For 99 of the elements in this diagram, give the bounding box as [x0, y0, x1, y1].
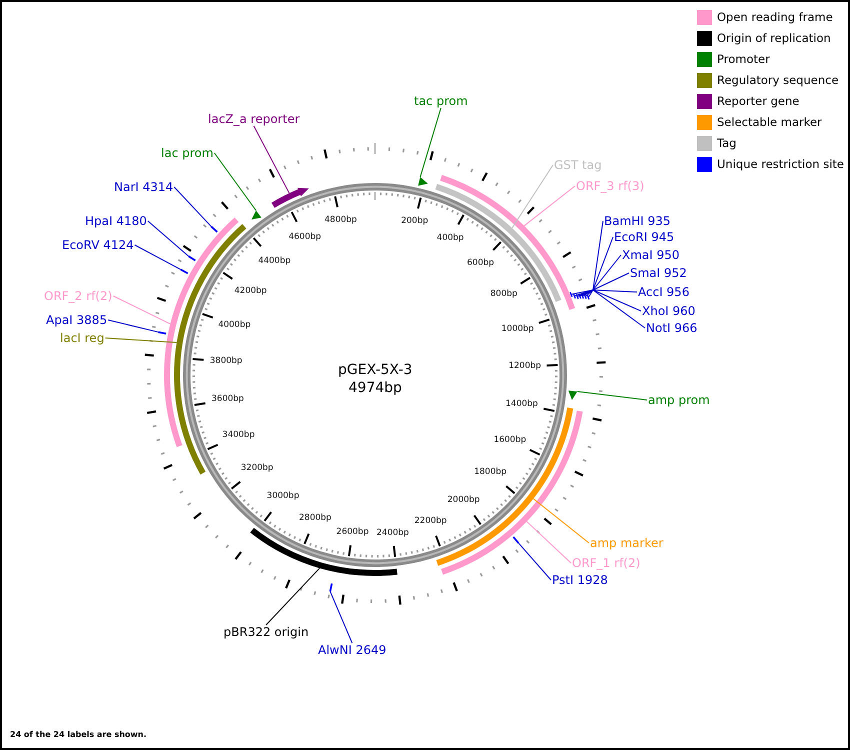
- site-label: AccI 956: [638, 286, 690, 298]
- scale-label: 4000bp: [218, 320, 251, 330]
- triangle-icon: [252, 210, 262, 220]
- plasmid-name: pGEX-5X-3: [338, 363, 412, 377]
- feature-arrow: [271, 188, 309, 208]
- feature-label: amp marker: [590, 537, 664, 549]
- feature-label: GST tag: [554, 159, 602, 171]
- scale-label: 4200bp: [234, 286, 267, 295]
- leader-line: [330, 590, 353, 644]
- legend-label: Promoter: [717, 54, 770, 65]
- leader-line: [582, 290, 638, 296]
- site-marker-icon: [578, 294, 582, 299]
- leader-line: [588, 289, 646, 328]
- leader-line: [571, 220, 604, 295]
- site-marker-icon: [586, 294, 590, 300]
- feature-label: ORF_1 rf(2): [572, 557, 640, 569]
- scale-label: 1800bp: [474, 468, 507, 476]
- feature-label: lacI reg: [60, 332, 104, 344]
- leader-line: [526, 521, 572, 564]
- leader-line: [174, 186, 212, 228]
- scale-label: 2000bp: [447, 496, 480, 504]
- site-label: NotI 966: [646, 322, 698, 334]
- scale-label: 3000bp: [266, 492, 300, 501]
- scale-label: 3200bp: [240, 464, 274, 473]
- scale-label: 800bp: [490, 290, 518, 298]
- footer-note: 24 of the 24 labels are shown.: [10, 731, 147, 739]
- feature-label: lac prom: [161, 147, 214, 159]
- site-label: SmaI 952: [630, 267, 687, 279]
- legend-label: Open reading frame: [717, 12, 833, 23]
- leader-line: [108, 320, 159, 333]
- leader-line: [420, 108, 442, 178]
- site-label: EcoRI 945: [614, 231, 674, 243]
- legend-label: Unique restriction site: [717, 158, 844, 170]
- site-marker-icon: [572, 293, 576, 299]
- leader-line: [577, 254, 622, 297]
- site-label: ApaI 3885: [46, 314, 108, 326]
- legend-label: Origin of replication: [717, 32, 831, 44]
- scale-label: 4600bp: [288, 232, 322, 242]
- site-marker-icon: [512, 536, 520, 544]
- feature-label: tac prom: [414, 95, 468, 107]
- site-marker-icon: [581, 294, 584, 299]
- triangle-icon: [568, 390, 578, 400]
- scale-label: 1400bp: [506, 400, 538, 408]
- feature-label: lacZ_a reporter: [208, 113, 300, 125]
- leader-line: [576, 391, 648, 400]
- site-marker-icon: [210, 226, 218, 233]
- leader-line: [532, 498, 590, 544]
- scale-label: 1200bp: [508, 362, 542, 371]
- site-marker-icon: [158, 331, 166, 334]
- legend-label: Reporter gene: [717, 96, 800, 107]
- leader-line: [147, 220, 190, 257]
- site-label: HpaI 4180: [85, 215, 147, 227]
- leader-line: [580, 272, 630, 296]
- feature-label: ORF_2 rf(2): [44, 290, 112, 302]
- leader-line: [524, 186, 576, 226]
- leader-line: [574, 236, 614, 296]
- site-label: AlwNI 2649: [318, 644, 386, 656]
- site-label: PstI 1928: [552, 574, 608, 586]
- scale-label: 1000bp: [501, 325, 534, 334]
- leader-line: [253, 126, 290, 194]
- leader-line: [104, 338, 178, 344]
- scale-label: 2400bp: [376, 529, 409, 538]
- scale-label: 600bp: [467, 259, 494, 268]
- site-marker-icon: [180, 268, 188, 274]
- scale-label: 4400bp: [258, 256, 291, 266]
- triangle-icon: [418, 177, 428, 186]
- scale-label: 200bp: [401, 217, 428, 226]
- legend-label: Tag: [717, 138, 736, 149]
- site-label: BamHI 935: [604, 215, 671, 227]
- scale-label: 2600bp: [336, 528, 369, 537]
- legend-label: Selectable marker: [717, 116, 822, 128]
- leader-line: [214, 152, 257, 211]
- site-label: XmaI 950: [622, 249, 680, 261]
- scale-label: 2200bp: [414, 516, 447, 525]
- leader-line: [585, 289, 642, 312]
- site-label: EcoRV 4124: [62, 239, 134, 251]
- feature-label: pBR322 origin: [224, 626, 309, 638]
- site-marker-icon: [329, 583, 333, 592]
- scale-label: 400bp: [436, 234, 464, 243]
- site-marker-icon: [188, 256, 196, 262]
- leader-line: [518, 542, 552, 580]
- feature-label: ORF_3 rf(3): [576, 180, 644, 192]
- scale-label: 1600bp: [494, 436, 526, 444]
- leader-line: [134, 244, 182, 270]
- legend-label: Regulatory sequence: [717, 74, 839, 86]
- site-label: NarI 4314: [114, 181, 174, 193]
- feature-arc: [435, 184, 562, 302]
- plasmid-length: 4974bp: [348, 381, 402, 395]
- site-marker-icon: [584, 294, 587, 299]
- leader-line: [266, 568, 320, 626]
- feature-label: amp prom: [648, 394, 710, 406]
- site-marker-icon: [570, 292, 573, 298]
- scale-label: 4800bp: [324, 216, 357, 225]
- scale-label: 3800bp: [210, 357, 242, 366]
- scale-label: 3600bp: [212, 395, 244, 404]
- scale-label: 3400bp: [222, 431, 255, 440]
- site-label: XhoI 960: [642, 305, 696, 317]
- leader-line: [112, 296, 171, 324]
- leader-line: [512, 164, 554, 228]
